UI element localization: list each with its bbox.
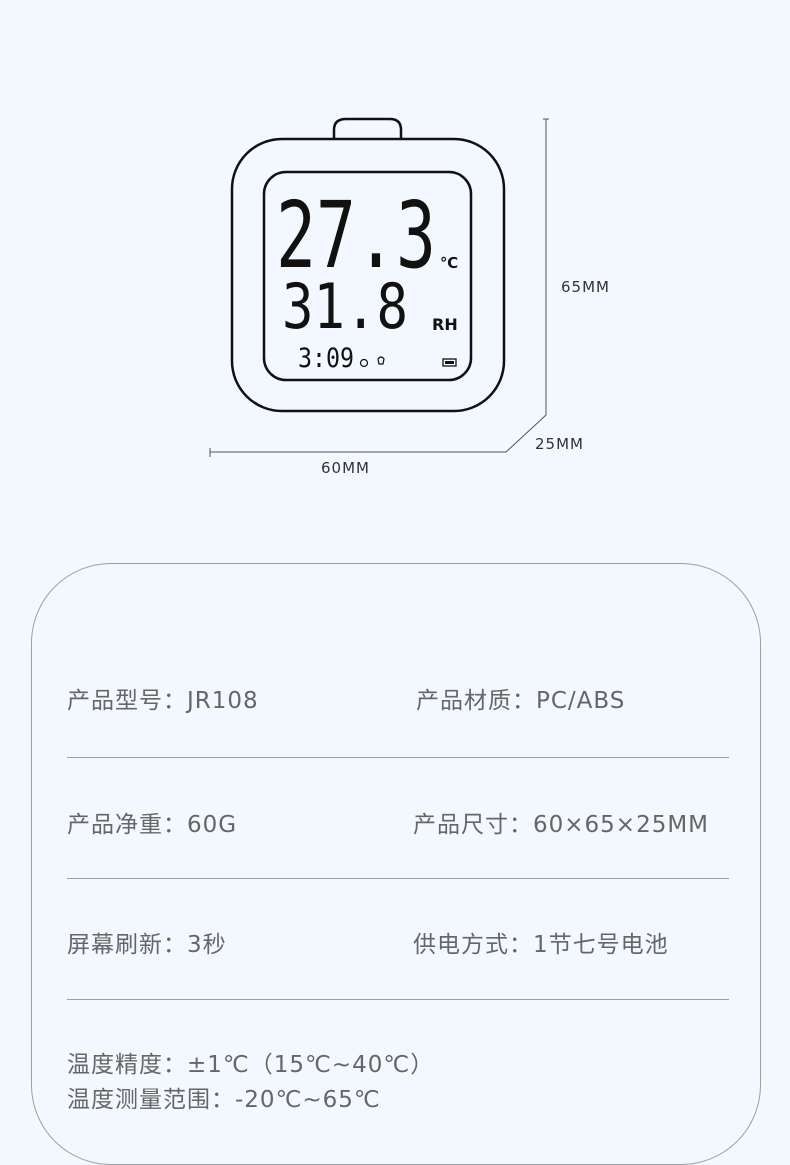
spec-material: 产品材质：PC/ABS: [416, 688, 626, 714]
spec-size: 产品尺寸：60×65×25MM: [413, 812, 710, 838]
humidity-unit: RH: [432, 315, 458, 334]
humidity-reading: 31.8: [282, 270, 408, 343]
hanging-loop: [332, 117, 403, 139]
spec-power: 供电方式：1节七号电池: [413, 932, 669, 958]
divider: [67, 878, 729, 879]
spec-refresh: 屏幕刷新：3秒: [67, 932, 227, 958]
battery-icon: [442, 358, 457, 367]
temp-unit: ℃: [440, 254, 458, 272]
dimension-lines: [209, 118, 549, 457]
divider: [67, 999, 729, 1000]
device-illustration: 27.3 ℃ 31.8 RH 3:09: [209, 117, 549, 457]
height-dimension: 65MM: [561, 278, 610, 296]
lcd-screen: [262, 170, 473, 382]
temperature-reading: 27.3: [276, 182, 436, 289]
light-icon: [377, 356, 385, 365]
spec-temp-range: 温度测量范围：-20℃~65℃: [67, 1087, 381, 1113]
depth-dimension: 25MM: [535, 435, 584, 453]
spec-temp-accuracy: 温度精度：±1℃（15℃~40℃）: [67, 1052, 435, 1078]
spec-model: 产品型号：JR108: [67, 688, 259, 714]
device-body: [230, 137, 506, 413]
divider: [67, 757, 729, 758]
alarm-icon: [359, 358, 369, 368]
width-dimension: 60MM: [321, 459, 370, 477]
time-reading: 3:09: [298, 343, 354, 374]
spec-weight: 产品净重：60G: [67, 812, 238, 838]
